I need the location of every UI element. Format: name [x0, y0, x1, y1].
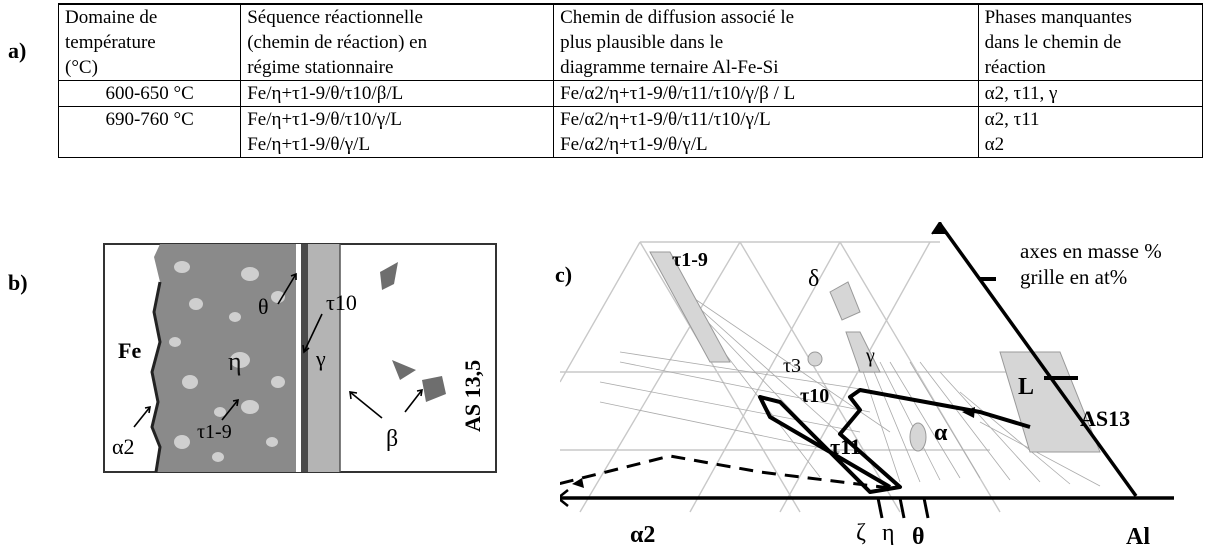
label-tau10: τ10	[326, 290, 357, 315]
fe-axis-arrow	[560, 489, 569, 507]
cell-diffusion-path: Fe/α2/η+τ1-9/θ/τ11/τ10/γ/β / L	[553, 80, 979, 107]
cell-line: α2	[984, 134, 1005, 155]
header-line: réaction	[984, 57, 1046, 78]
label-alpha2: α2	[112, 434, 135, 459]
cell-temperature: 600-650 °C	[57, 80, 242, 107]
micrograph-schematic: Fe η θ τ10 γ β α2 τ1-9 AS 13,5	[103, 243, 497, 473]
label-tau10: τ10	[800, 385, 829, 407]
label-tau19: τ1-9	[672, 249, 708, 271]
label-alpha: α	[934, 420, 948, 446]
cell-line: Fe/α2/η+τ1-9/θ/γ/L	[560, 134, 708, 155]
header-diffusion-path: Chemin de diffusion associé le plus plau…	[553, 3, 979, 81]
label-tau19: τ1-9	[197, 421, 232, 443]
tau19-particles	[169, 261, 285, 462]
label-alpha2: α2	[630, 522, 655, 548]
tau19-region	[649, 251, 731, 363]
tau3-region	[807, 351, 823, 367]
si-axis-arrow	[931, 222, 947, 235]
panel-label-a: a)	[8, 38, 27, 63]
label-al: Al	[1126, 524, 1150, 548]
cell-line: Fe/α2/η+τ1-9/θ/τ11/τ10/γ/L	[560, 109, 771, 130]
label-tau3: τ3	[783, 355, 801, 377]
label-as13: AS13	[1080, 406, 1130, 431]
cell-line: α2, τ11	[984, 109, 1040, 130]
label-tau11: τ11	[830, 434, 861, 459]
alpha2-edge	[150, 281, 162, 473]
ternary-diagram: τ1-9 δ τ3 γ τ10 L AS13 α τ11 α2 ζ η θ Al…	[560, 222, 1174, 548]
legend-axes: axes en masse %	[1020, 239, 1162, 263]
header-line: (°C)	[65, 57, 98, 78]
table-row: 600-650 °C Fe/η+τ1-9/θ/τ10/β/L Fe/α2/η+τ…	[57, 80, 1204, 107]
cell-missing-phases: α2, τ11 α2	[977, 106, 1204, 158]
header-line: régime stationnaire	[247, 57, 394, 78]
label-theta: θ	[258, 294, 269, 319]
header-line: Phases manquantes	[984, 7, 1132, 28]
al-si-axis	[938, 222, 1138, 498]
path-arrowhead	[962, 407, 975, 418]
label-gamma: γ	[315, 346, 326, 371]
header-line: température	[65, 32, 156, 53]
header-line: plus plausible dans le	[560, 32, 724, 53]
header-sequence: Séquence réactionnelle (chemin de réacti…	[240, 3, 555, 81]
diffusion-path	[758, 388, 1031, 494]
panel-label-b: b)	[8, 270, 28, 295]
label-fe: Fe	[118, 338, 141, 363]
tau10-layer	[301, 244, 308, 472]
ternary-grid	[560, 241, 1040, 513]
cell-line: Fe/α2/η+τ1-9/θ/τ11/τ10/γ/β / L	[560, 83, 796, 104]
cell-line: Fe/η+τ1-9/θ/τ10/γ/L	[247, 109, 402, 130]
label-alloy: AS 13,5	[460, 360, 485, 432]
annotation-arrows	[133, 272, 423, 428]
beta-particles	[380, 262, 446, 402]
theta-layer	[296, 244, 301, 472]
cell-sequence: Fe/η+τ1-9/θ/τ10/β/L	[240, 80, 555, 107]
base-axis-ticks	[876, 497, 930, 519]
header-line: diagramme ternaire Al-Fe-Si	[560, 57, 779, 78]
label-beta: β	[386, 426, 398, 452]
label-theta: θ	[912, 524, 925, 548]
delta-region	[829, 281, 861, 321]
dashed-arrowhead	[572, 478, 584, 488]
reaction-path-table: Domaine de température (°C) Séquence réa…	[57, 3, 1204, 158]
legend-grid: grille en at%	[1020, 265, 1127, 289]
header-missing-phases: Phases manquantes dans le chemin de réac…	[977, 3, 1204, 81]
header-line: Domaine de	[65, 7, 158, 28]
gamma-region	[845, 331, 881, 373]
header-line: dans le chemin de	[984, 32, 1122, 53]
table-row: 690-760 °C Fe/η+τ1-9/θ/τ10/γ/L Fe/η+τ1-9…	[57, 106, 1204, 158]
header-temperature: Domaine de température (°C)	[57, 3, 242, 81]
header-line: (chemin de réaction) en	[247, 32, 428, 53]
header-line: Séquence réactionnelle	[247, 7, 423, 28]
label-zeta: ζ	[856, 520, 866, 546]
cell-line: α2, τ11, γ	[984, 83, 1058, 104]
dashed-path	[560, 454, 891, 490]
label-eta: η	[228, 347, 242, 376]
label-eta: η	[882, 520, 895, 546]
cell-line: Fe/η+τ1-9/θ/γ/L	[247, 134, 371, 155]
label-gamma: γ	[865, 345, 875, 367]
label-delta: δ	[808, 266, 819, 292]
header-line: Chemin de diffusion associé le	[560, 7, 795, 28]
label-liquid: L	[1018, 374, 1034, 400]
liquid-region	[999, 351, 1101, 453]
cell-sequence: Fe/η+τ1-9/θ/τ10/γ/L Fe/η+τ1-9/θ/γ/L	[240, 106, 555, 158]
cell-line: Fe/η+τ1-9/θ/τ10/β/L	[247, 83, 404, 104]
alpha-region	[909, 422, 927, 452]
panel-label-c: c)	[555, 262, 573, 287]
gamma-layer	[308, 244, 340, 472]
cell-missing-phases: α2, τ11, γ	[977, 80, 1204, 107]
eta-layer	[152, 244, 296, 472]
cell-diffusion-path: Fe/α2/η+τ1-9/θ/τ11/τ10/γ/L Fe/α2/η+τ1-9/…	[553, 106, 979, 158]
table-header-row: Domaine de température (°C) Séquence réa…	[57, 3, 1204, 81]
cell-temperature: 690-760 °C	[57, 106, 242, 158]
